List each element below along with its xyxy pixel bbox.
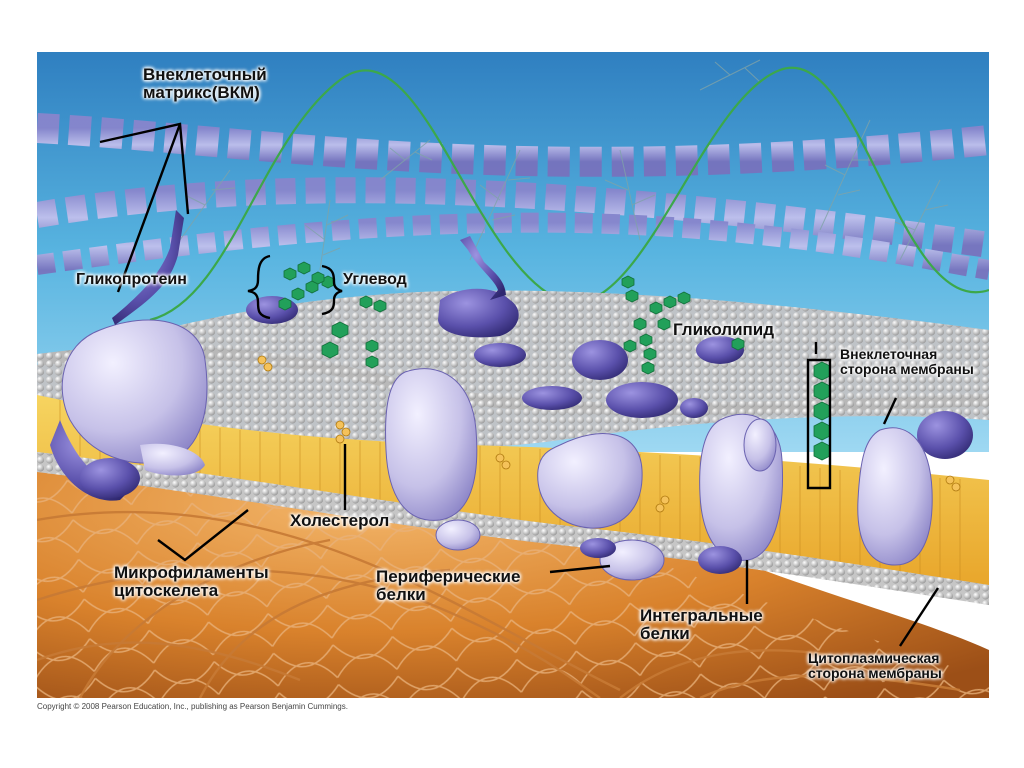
copyright-text: Copyright © 2008 Pearson Education, Inc.… xyxy=(37,702,348,711)
integral-protein-left xyxy=(50,210,208,501)
surface-dark-proteins xyxy=(80,236,973,498)
label-cholesterol: Холестерол xyxy=(290,511,390,530)
leader-lines xyxy=(99,122,940,647)
integral-protein-mid xyxy=(537,433,665,581)
integral-protein-right xyxy=(698,413,783,574)
cholesterol-molecules xyxy=(257,355,961,513)
label-integral-proteins: Интегральные белки xyxy=(640,606,763,643)
label-glycoprotein: Гликопротеин xyxy=(76,271,187,288)
ecm-fibers xyxy=(37,113,989,280)
label-microfilaments: Микрофиламенты цитоскелета xyxy=(114,563,269,600)
label-cytoplasmic-side: Цитоплазмическая сторона мембраны xyxy=(808,650,942,681)
label-extracellular-side: Внеклеточная сторона мембраны xyxy=(840,346,974,377)
microfilaments xyxy=(37,510,961,698)
integral-protein-far-right xyxy=(857,427,933,566)
label-ecm: Внеклеточный матрикс(ВКМ) xyxy=(143,65,267,102)
label-carbohydrate: Углевод xyxy=(343,271,407,288)
cytoplasm-deep xyxy=(37,454,989,698)
carbohydrate-chains xyxy=(278,261,831,461)
label-glycolipid: Гликолипид xyxy=(673,320,775,339)
label-peripheral-proteins: Периферические белки xyxy=(376,567,521,604)
integral-protein-center xyxy=(385,368,481,551)
